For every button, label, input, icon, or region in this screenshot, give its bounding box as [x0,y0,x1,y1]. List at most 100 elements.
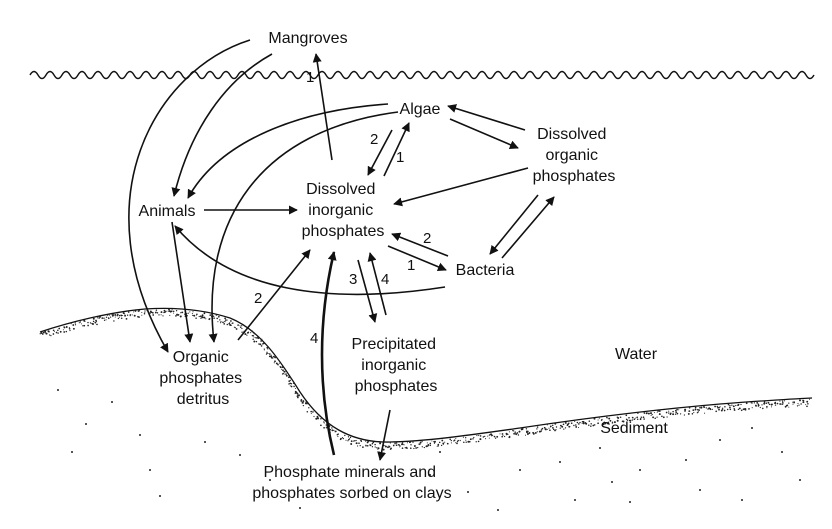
stipple-dot [766,407,768,409]
stipple-dot [107,314,109,316]
stipple-dot [566,423,569,426]
arrow-algae-to-dissolved-organic [449,118,519,149]
stipple-dot [293,385,295,388]
sediment-dot [204,441,206,443]
stipple-dot [253,340,256,343]
stipple-dot [444,441,446,443]
stipple-dot [261,340,263,342]
stipple-dot [82,325,84,327]
stipple-dot [285,374,288,377]
stipple-dot [593,417,596,420]
stipple-dot [124,314,127,317]
stipple-dot [503,435,506,438]
stipple-dot [793,401,795,404]
stipple-dot [805,404,807,406]
stipple-dot [96,323,98,326]
stipple-dot [662,416,665,419]
stipple-dot [241,331,243,333]
node-dissolved-inorganic-line-3: phosphates [302,223,385,240]
stipple-dot [152,314,155,316]
stipple-dot [113,320,115,322]
stipple-dot [149,310,152,313]
label-minerals-to-dip: 4 [310,330,318,347]
stipple-dot [305,401,307,403]
stipple-dot [270,354,272,356]
sediment-scatter-dots [57,389,801,511]
stipple-dot [463,441,465,444]
stipple-dot [675,411,678,414]
label-precipitated-to-dip: 4 [381,271,389,288]
stipple-dot [366,444,369,447]
stipple-dot [588,420,591,422]
stipple-dot [415,447,417,449]
stipple-dot [576,421,579,424]
stipple-dot [274,360,276,363]
stipple-dot [683,414,686,416]
stipple-dot [266,346,269,349]
stipple-dot [209,318,211,320]
stipple-dot [292,382,294,384]
arrow-minerals-to-dip [320,251,337,456]
stipple-dot [312,410,314,412]
stipple-dot [554,429,556,432]
stipple-dot [421,440,423,443]
stipple-dot [479,438,482,441]
stipple-dot [120,317,123,319]
stipple-dot [118,316,120,318]
stipple-dot [266,351,268,353]
node-dissolved-inorganic-line-2: inorganic [308,202,373,219]
sediment-dot [685,459,687,461]
stipple-dot [456,442,458,445]
stipple-dot [173,312,175,314]
stipple-dot [751,402,753,404]
stipple-dot [201,316,204,319]
node-precipitated-line-3: phosphates [355,378,438,395]
stipple-dot [144,311,146,313]
stipple-dot [688,410,691,412]
stipple-dot [693,411,695,414]
stipple-dot [103,317,105,319]
stipple-dot [263,348,265,350]
stipple-dot [631,416,634,419]
stipple-dot [616,419,619,422]
stipple-dot [705,407,707,409]
stipple-dot [450,439,452,442]
stipple-dot [352,440,355,442]
stipple-dot [779,400,781,402]
stipple-dot [654,417,656,420]
stipple-dot [410,447,412,449]
stipple-dot [429,444,432,447]
stipple-dot [465,439,467,441]
stipple-dot [355,442,358,445]
stipple-dot [433,442,436,444]
stipple-dot [156,312,159,314]
stipple-dot [68,327,71,330]
stipple-dot [499,433,501,435]
stipple-dot [158,314,160,316]
stipple-dot [192,314,194,317]
stipple-dot [788,402,790,404]
stipple-dot [703,406,706,409]
stipple-dot [551,424,554,427]
stipple-dot [735,404,737,407]
stipple-dot [175,310,178,312]
stipple-dot [160,314,162,316]
node-dissolved-organic-line-2: organic [546,147,598,164]
zone-water-label: Water [615,346,658,363]
arrow-algae-to-animals [187,103,389,199]
stipple-dot [748,408,750,410]
stipple-dot [723,409,726,412]
stipple-dot [74,322,76,324]
stipple-dot [205,318,207,320]
stipple-dot [592,424,595,427]
stipple-dot [337,433,339,435]
stipple-dot [379,442,382,445]
stipple-dot [347,440,349,442]
stipple-dot [651,413,653,416]
stipple-dot [622,420,625,423]
arrow-dissolved-organic-to-bacteria [489,194,539,255]
stipple-dot [737,404,740,407]
stipple-dot [570,422,573,425]
stipple-dot [800,403,802,405]
stipple-dot [608,417,611,420]
